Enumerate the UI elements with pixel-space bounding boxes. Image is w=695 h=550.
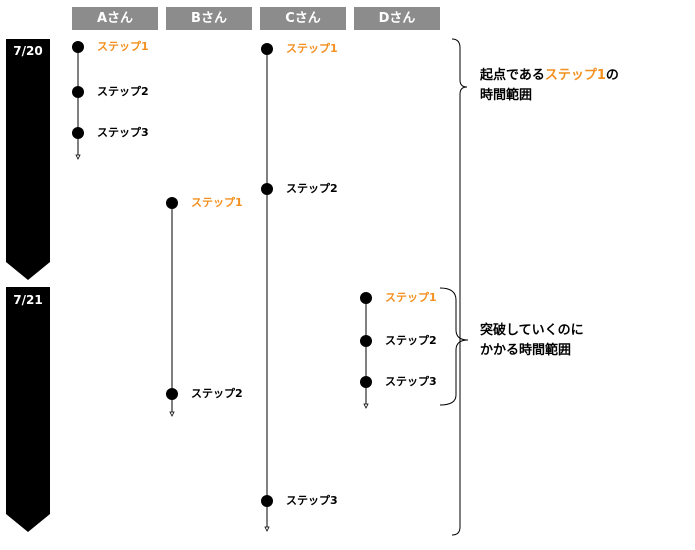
step-label: ステップ1: [385, 291, 437, 304]
step-label: ステップ2: [286, 182, 338, 195]
step-label: ステップ3: [286, 494, 338, 507]
arrowhead-icon: [75, 154, 81, 160]
step-label: ステップ1: [286, 42, 338, 55]
step-dot: [360, 292, 372, 304]
note-highlight: ステップ1: [544, 68, 606, 83]
step-dot: [261, 183, 273, 195]
date-label-7-21: 7/21: [13, 293, 43, 307]
step-dot: [360, 376, 372, 388]
arrowhead-icon: [169, 411, 175, 417]
note-step1-range: 起点であるステップ1の 時間範囲: [480, 66, 619, 106]
note-text: の: [605, 68, 619, 83]
brace-step1-range: [451, 38, 468, 536]
header-person-d: Dさん: [354, 7, 440, 30]
note-breakthrough-range: 突破していくのに かかる時間範囲: [480, 321, 584, 361]
step-label: ステップ1: [191, 196, 243, 209]
step-dot: [166, 388, 178, 400]
date-arrow-7-21: [6, 287, 50, 532]
header-person-c: Cさん: [260, 7, 346, 30]
step-dot: [261, 43, 273, 55]
arrowhead-icon: [363, 403, 369, 409]
arrowhead-icon: [264, 526, 270, 532]
step-label: ステップ2: [191, 387, 243, 400]
note-text: 起点である: [480, 68, 545, 83]
header-person-a: Aさん: [72, 7, 158, 30]
note-text: かかる時間範囲: [480, 343, 572, 358]
step-dot: [261, 495, 273, 507]
date-arrow-7-20: [6, 39, 50, 280]
step-label: ステップ3: [97, 126, 149, 139]
note-text: 時間範囲: [480, 88, 533, 103]
step-label: ステップ3: [385, 375, 437, 388]
step-dot: [72, 127, 84, 139]
step-dot: [360, 335, 372, 347]
date-label-7-20: 7/20: [13, 44, 43, 58]
step-label: ステップ1: [97, 40, 149, 53]
step-label: ステップ2: [97, 85, 149, 98]
step-dot: [166, 197, 178, 209]
brace-breakthrough-range: [439, 287, 469, 406]
step-dot: [72, 86, 84, 98]
header-person-b: Bさん: [166, 7, 252, 30]
step-label: ステップ2: [385, 334, 437, 347]
note-text: 突破していくのに: [480, 323, 584, 338]
step-dot: [72, 41, 84, 53]
